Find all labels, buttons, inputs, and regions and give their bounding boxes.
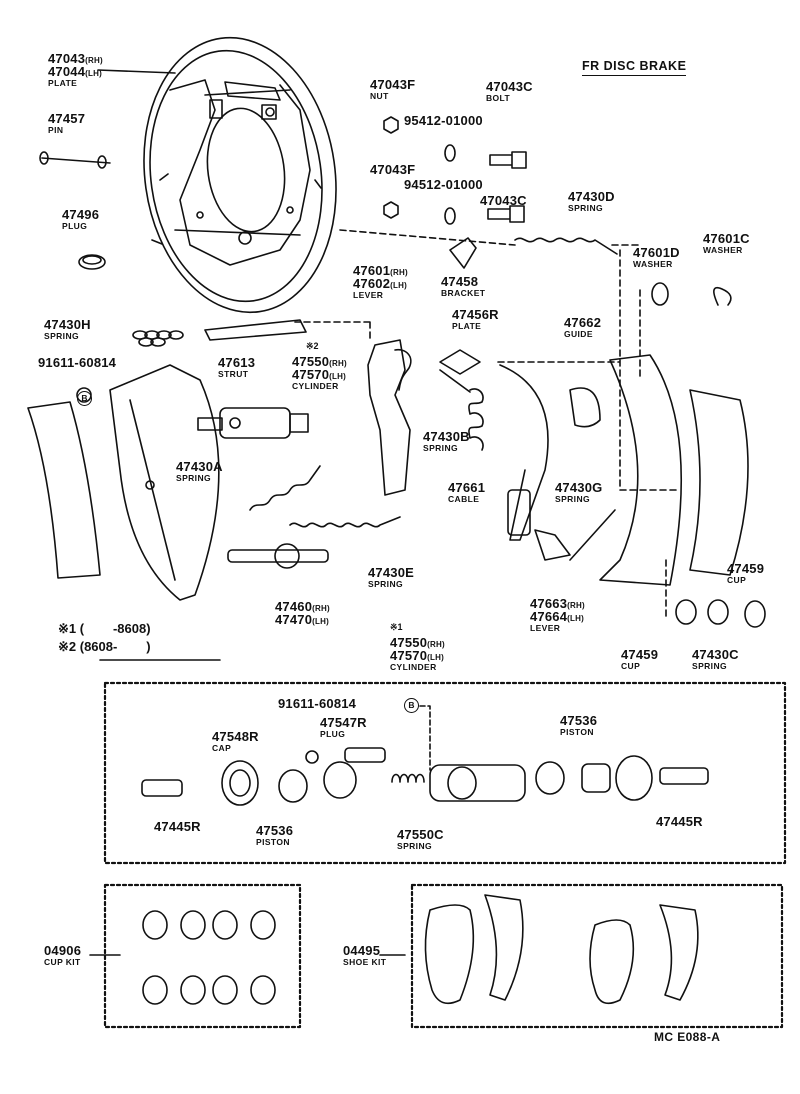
label-47536-left: 47536 PISTON <box>256 823 294 847</box>
note-1: ※1 ( -8608) <box>58 621 151 636</box>
shoe-right-drawing <box>600 355 681 585</box>
label-95412: 95412-01000 <box>404 113 483 128</box>
diagram-code: MC E088-A <box>654 1030 721 1044</box>
spring-e-drawing <box>290 517 400 527</box>
label-47460: 47460(RH) 47470(LH) <box>275 599 330 627</box>
label-47043: 47043(RH) 47044(LH) PLATE <box>48 51 103 88</box>
label-47661: 47661 CABLE <box>448 480 486 504</box>
label-47601c: 47601C WASHER <box>703 231 750 255</box>
spring-d-drawing <box>515 238 617 254</box>
adjuster-drawing <box>228 544 328 568</box>
label-47430e: 47430E SPRING <box>368 565 415 589</box>
label-91611-upper: 91611-60814 <box>38 355 117 370</box>
label-47043f-nut: 47043F NUT <box>370 77 416 101</box>
label-47043c-bolt: 47043C BOLT <box>486 79 533 103</box>
plug-drawing <box>79 255 105 269</box>
label-47456r: 47456R PLATE <box>452 307 499 331</box>
label-47536-right: 47536 PISTON <box>560 713 598 737</box>
label-47430c: 47430C SPRING <box>692 647 739 671</box>
label-47662: 47662 GUIDE <box>564 315 602 339</box>
label-47430g: 47430G SPRING <box>555 480 603 504</box>
label-47550-lower: 47550(RH) 47570(LH) CYLINDER <box>390 635 445 672</box>
label-47445r-right: 47445R <box>656 814 703 829</box>
spring-h-drawing <box>133 331 183 346</box>
b-mark-upper: B <box>77 389 92 406</box>
hardware-drawing <box>384 117 526 224</box>
label-47548r: 47548R CAP <box>212 729 259 753</box>
label-47043f: 47043F <box>370 162 416 177</box>
label-47457: 47457 PIN <box>48 111 86 135</box>
label-47496: 47496 PLUG <box>62 207 100 231</box>
label-47550c: 47550C SPRING <box>397 827 444 851</box>
label-47601: 47601(RH) 47602(LH) LEVER <box>353 263 408 300</box>
note2-marker: ※2 <box>306 341 319 351</box>
label-04495: 04495 SHOE KIT <box>343 943 387 967</box>
label-47459-top: 47459 CUP <box>727 561 765 585</box>
label-47043c: 47043C <box>480 193 527 208</box>
label-47663: 47663(RH) 47664(LH) LEVER <box>530 596 585 633</box>
backing-plate-drawing <box>127 25 354 325</box>
lever-drawing <box>368 340 410 495</box>
label-47547r: 47547R PLUG <box>320 715 367 739</box>
shoe-lining-drawing <box>28 402 100 578</box>
cable-drawing <box>500 365 548 540</box>
label-47445r-left: 47445R <box>154 819 201 834</box>
wheel-cylinder-drawing <box>198 408 308 438</box>
label-47458: 47458 BRACKET <box>441 274 486 298</box>
shoe-left-drawing <box>110 365 219 600</box>
pin-drawing <box>40 152 110 168</box>
label-94512: 94512-01000 <box>404 177 483 192</box>
label-47550-upper: 47550(RH) 47570(LH) CYLINDER <box>292 354 347 391</box>
b-mark-lower: B <box>404 696 419 713</box>
shoe-kit-drawing <box>380 895 698 1003</box>
spring-a-drawing <box>250 466 320 510</box>
label-47430b: 47430B SPRING <box>423 429 470 453</box>
diagram-title: FR DISC BRAKE <box>582 60 687 76</box>
spring-b-drawing <box>469 389 483 450</box>
note-2: ※2 (8608- ) <box>58 639 151 654</box>
label-47613: 47613 STRUT <box>218 355 256 379</box>
label-47601d: 47601D WASHER <box>633 245 680 269</box>
label-47459-bottom: 47459 CUP <box>621 647 659 671</box>
label-04906: 04906 CUP KIT <box>44 943 82 967</box>
note1-marker: ※1 <box>390 622 403 632</box>
cylinder-exploded-drawing <box>142 706 708 805</box>
label-47430h: 47430H SPRING <box>44 317 91 341</box>
label-91611-lower: 91611-60814 <box>278 696 357 711</box>
label-47430d: 47430D SPRING <box>568 189 615 213</box>
strut-drawing <box>205 320 306 340</box>
label-47430a: 47430A SPRING <box>176 459 223 483</box>
cup-kit-drawing <box>90 911 275 1004</box>
